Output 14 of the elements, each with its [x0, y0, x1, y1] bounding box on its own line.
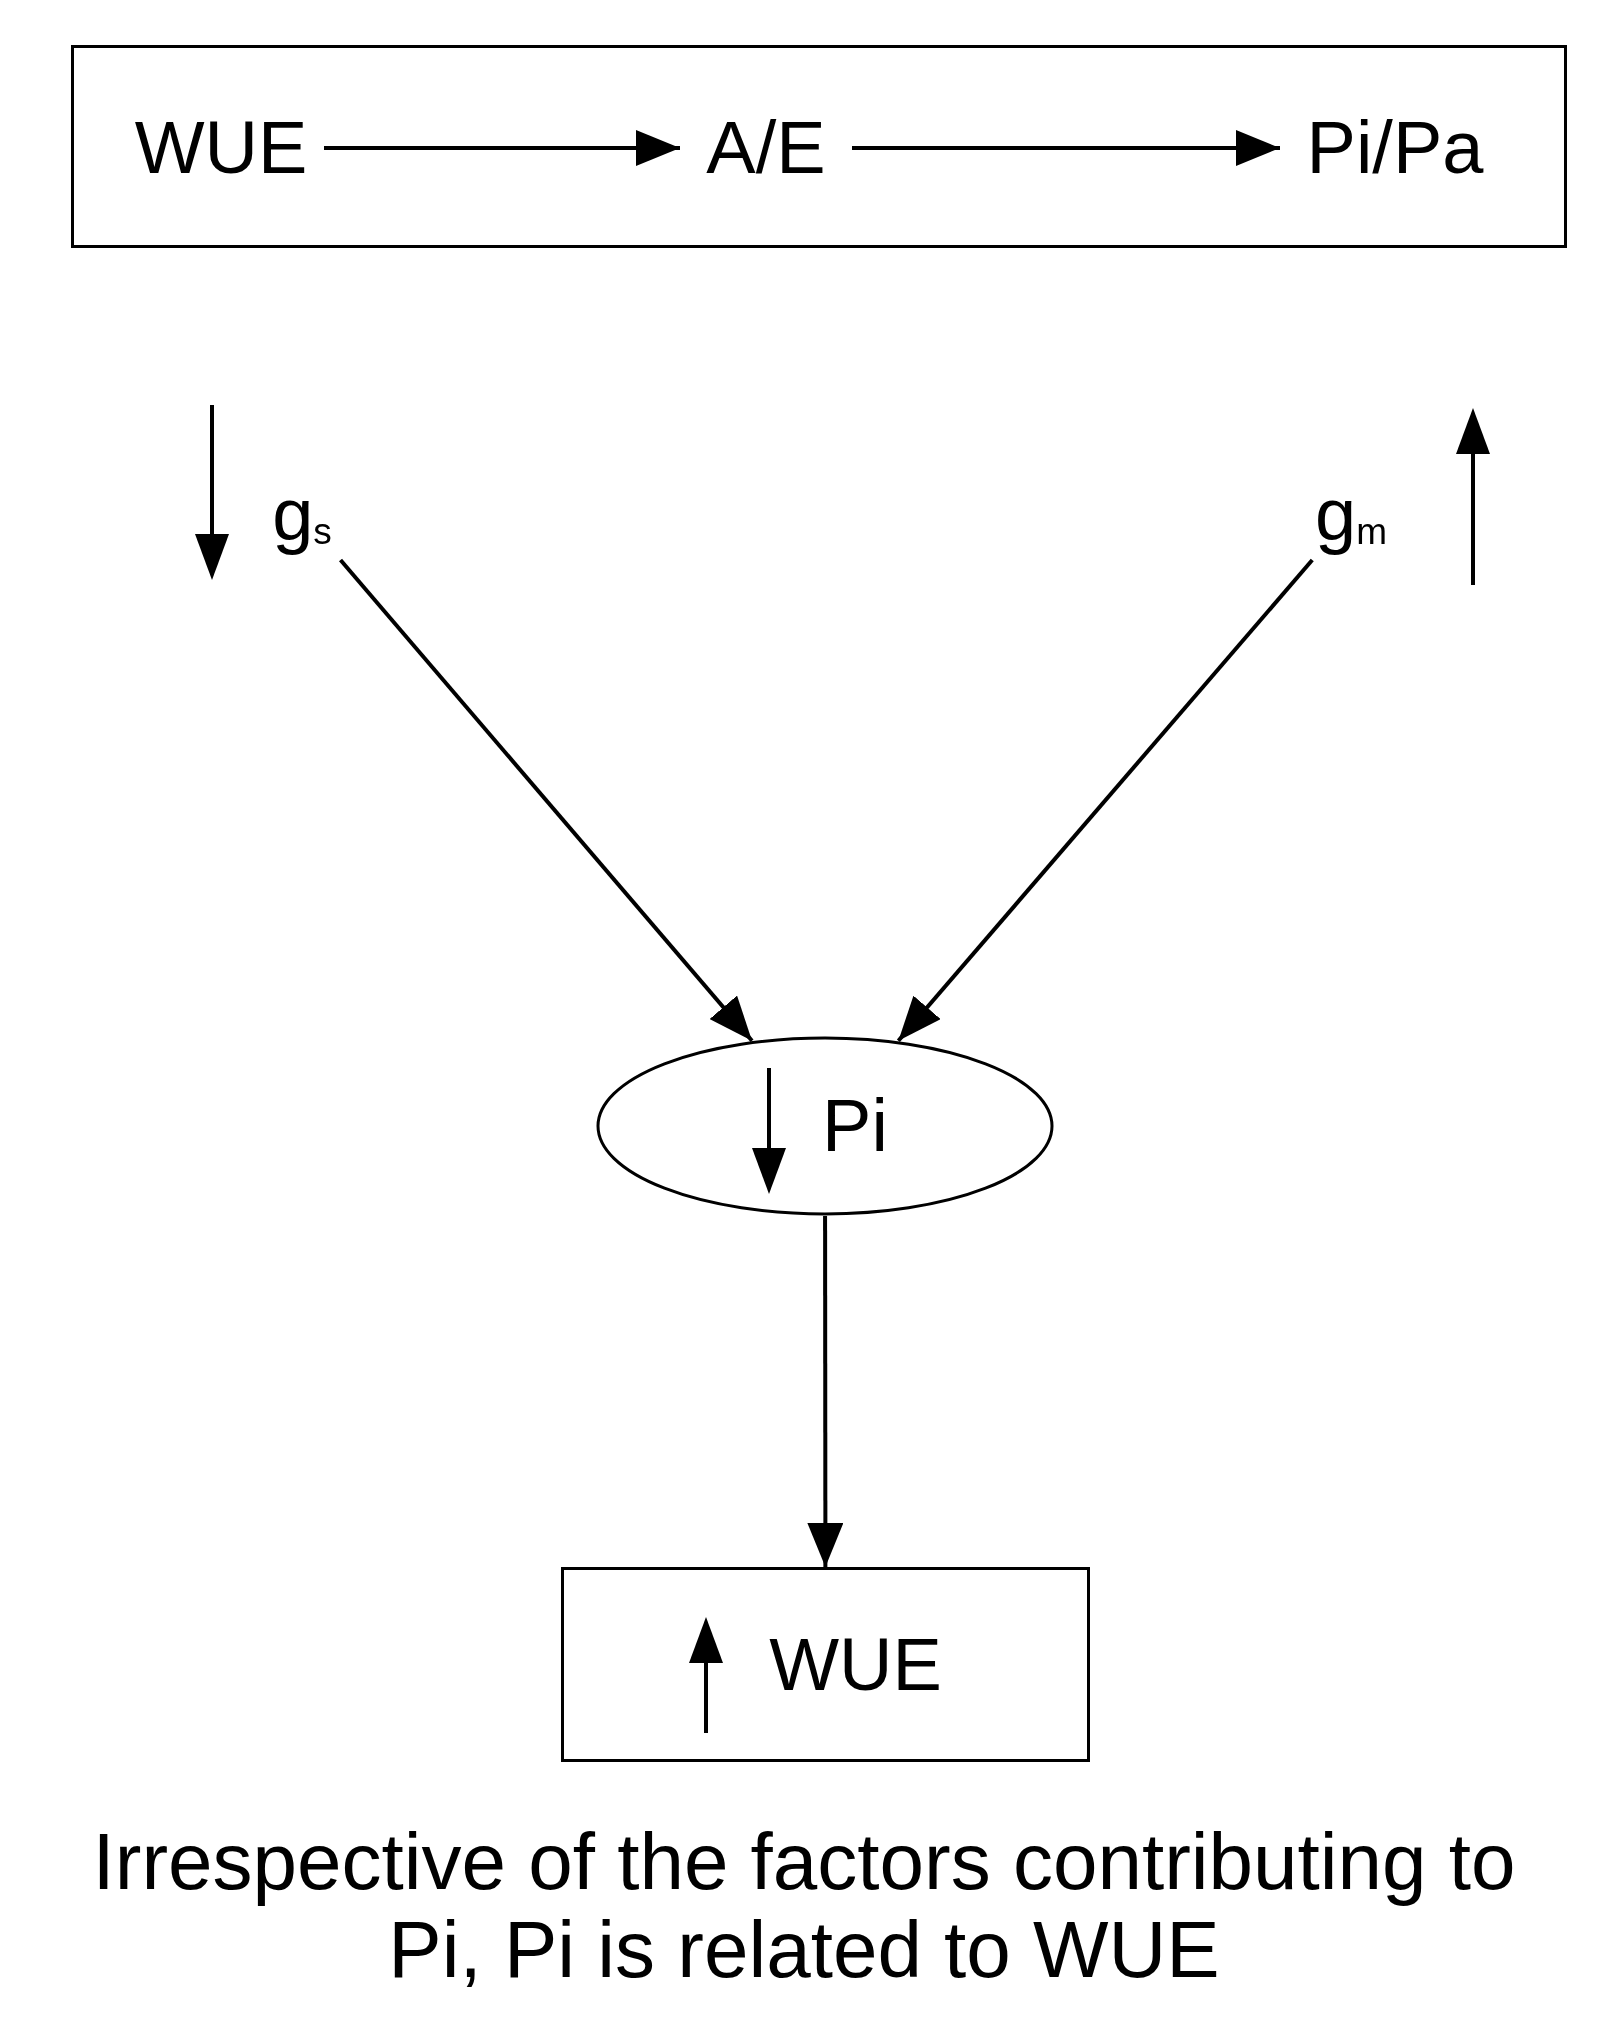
node-label: Pi	[822, 1089, 888, 1163]
term-label: A/E	[706, 111, 826, 185]
process-box	[71, 45, 1567, 248]
term-label: Pi/Pa	[1306, 111, 1484, 185]
caption: Irrespective of the factors contributing to Pi, Pi is related to WUE	[91, 1818, 1517, 1994]
arrow	[339, 558, 754, 1042]
oval-node	[596, 1036, 1054, 1216]
arrow	[807, 1216, 844, 1567]
process-box	[561, 1567, 1090, 1762]
arrow	[852, 130, 1280, 166]
node-label: WUE	[769, 1627, 942, 1702]
arrow	[324, 130, 680, 166]
arrow	[896, 558, 1314, 1043]
term-label: WUE	[134, 111, 308, 185]
